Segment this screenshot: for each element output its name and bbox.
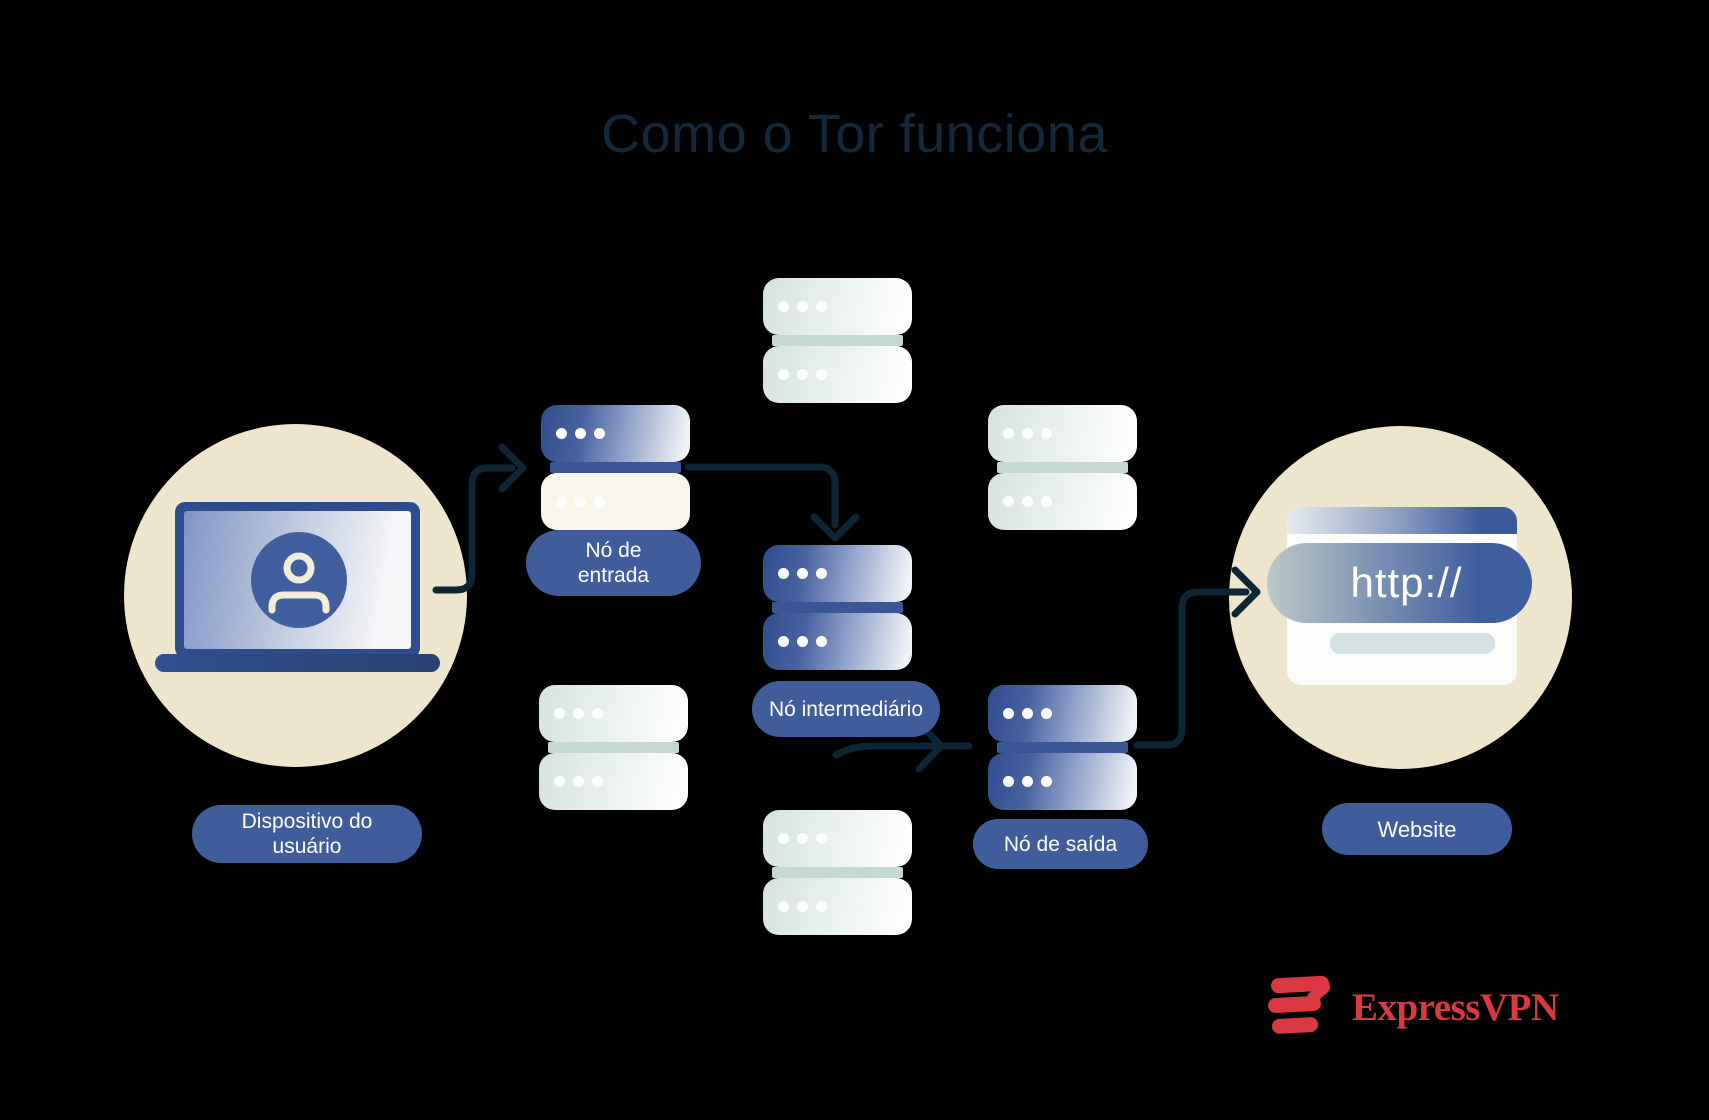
server-indicator-dots: [778, 901, 789, 912]
arrow-entry-to-middle: [684, 463, 860, 542]
url-text: http://: [1350, 559, 1463, 606]
server-divider: [997, 742, 1128, 753]
server-divider: [772, 867, 903, 878]
server-indicator-dots: [1003, 708, 1014, 719]
server-indicator-dots: [1003, 776, 1014, 787]
server-unit: [763, 346, 912, 403]
server-indicator-dots: [778, 369, 789, 380]
label-line: Nó de: [585, 539, 642, 562]
server-unit: [763, 545, 912, 602]
server-unit: [988, 685, 1137, 742]
diagram-title: Como o Tor funciona: [601, 104, 1108, 164]
server-indicator-dots: [554, 776, 565, 787]
server-unit: [988, 473, 1137, 530]
device-label: Dispositivo do usuário: [192, 805, 422, 863]
expressvpn-logo: ExpressVPN: [1268, 976, 1559, 1038]
person-icon: [268, 552, 330, 614]
server-unit: [763, 878, 912, 935]
server-unit: [763, 810, 912, 867]
server-unit: [539, 685, 688, 742]
website-label: Website: [1322, 803, 1512, 855]
server-unit: [988, 405, 1137, 462]
server-indicator-dots: [1003, 428, 1014, 439]
expressvpn-wordmark: ExpressVPN: [1352, 985, 1559, 1029]
server-indicator-dots: [554, 708, 565, 719]
tor-relay-server-bottom-center: [763, 810, 912, 935]
label-line: Website: [1377, 816, 1457, 842]
middle-node-label: Nó intermediário: [752, 681, 940, 737]
server-unit: [763, 278, 912, 335]
label-line: usuário: [272, 835, 342, 858]
url-pill: http://: [1267, 543, 1532, 623]
expressvpn-flag-icon: [1268, 976, 1331, 1034]
exit-node-label: Nó de saída: [973, 819, 1148, 869]
middle-node-server: [763, 545, 912, 670]
server-divider: [772, 335, 903, 346]
server-unit: [539, 753, 688, 810]
user-avatar-circle: [251, 532, 347, 628]
label-line: Dispositivo do: [241, 810, 373, 833]
label-line: entrada: [577, 564, 650, 587]
server-indicator-dots: [778, 568, 789, 579]
browser-address-bar: [1330, 633, 1495, 654]
server-divider: [997, 462, 1128, 473]
server-unit: [988, 753, 1137, 810]
arrow-device-to-entry: [432, 443, 527, 594]
server-indicator-dots: [1003, 496, 1014, 507]
server-unit: [541, 405, 690, 462]
label-line: Nó intermediário: [768, 697, 924, 721]
server-indicator-dots: [556, 496, 567, 507]
server-divider: [550, 462, 681, 473]
laptop-base: [155, 654, 440, 672]
entry-node-server: [541, 405, 690, 530]
exit-node-server: [988, 685, 1137, 810]
server-indicator-dots: [778, 301, 789, 312]
server-indicator-dots: [778, 636, 789, 647]
server-unit: [541, 473, 690, 530]
label-line: Nó de saída: [1003, 832, 1118, 856]
server-divider: [548, 742, 679, 753]
server-indicator-dots: [556, 428, 567, 439]
tor-relay-server-top: [763, 278, 912, 403]
browser-titlebar: [1287, 507, 1517, 534]
arrow-exit-to-website: [1133, 566, 1261, 749]
server-indicator-dots: [778, 833, 789, 844]
tor-relay-server-bottom-left: [539, 685, 688, 810]
server-divider: [772, 602, 903, 613]
entry-node-label: Nó de entrada: [526, 530, 701, 596]
tor-relay-server-right: [988, 405, 1137, 530]
server-unit: [763, 613, 912, 670]
